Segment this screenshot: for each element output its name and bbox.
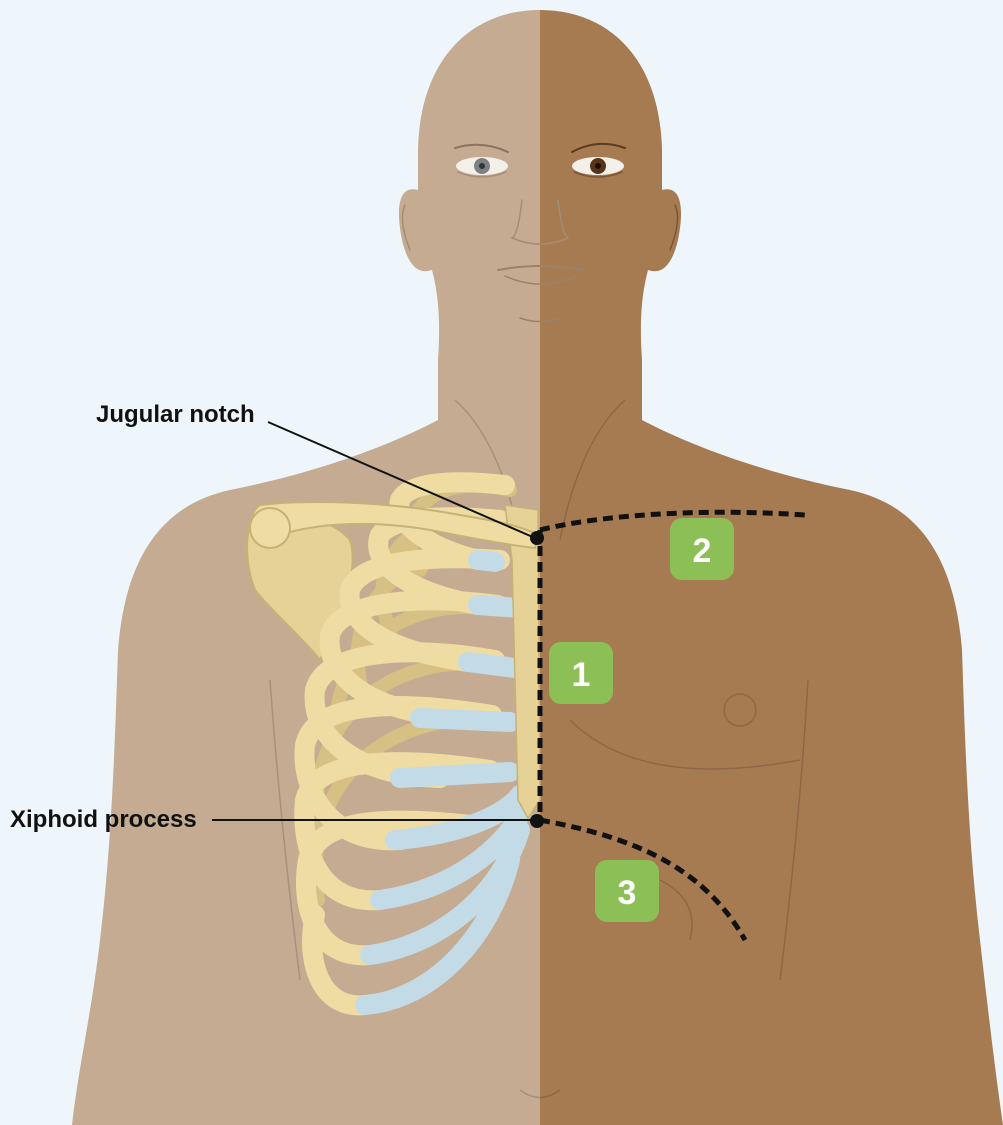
- region-badge-3-number: 3: [618, 874, 637, 912]
- body-dark-half: [540, 10, 1003, 1125]
- xiphoid-process-point: [530, 814, 544, 828]
- region-badge-1: 1: [549, 642, 613, 704]
- region-badge-3: 3: [595, 860, 659, 922]
- xiphoid-process-label: Xiphoid process: [10, 806, 197, 833]
- jugular-notch-point: [530, 531, 544, 545]
- region-badge-2-number: 2: [693, 532, 712, 570]
- region-badge-1-number: 1: [572, 656, 591, 694]
- humeral-head: [250, 508, 290, 548]
- jugular-notch-label: Jugular notch: [96, 401, 255, 428]
- region-badge-2: 2: [670, 518, 734, 580]
